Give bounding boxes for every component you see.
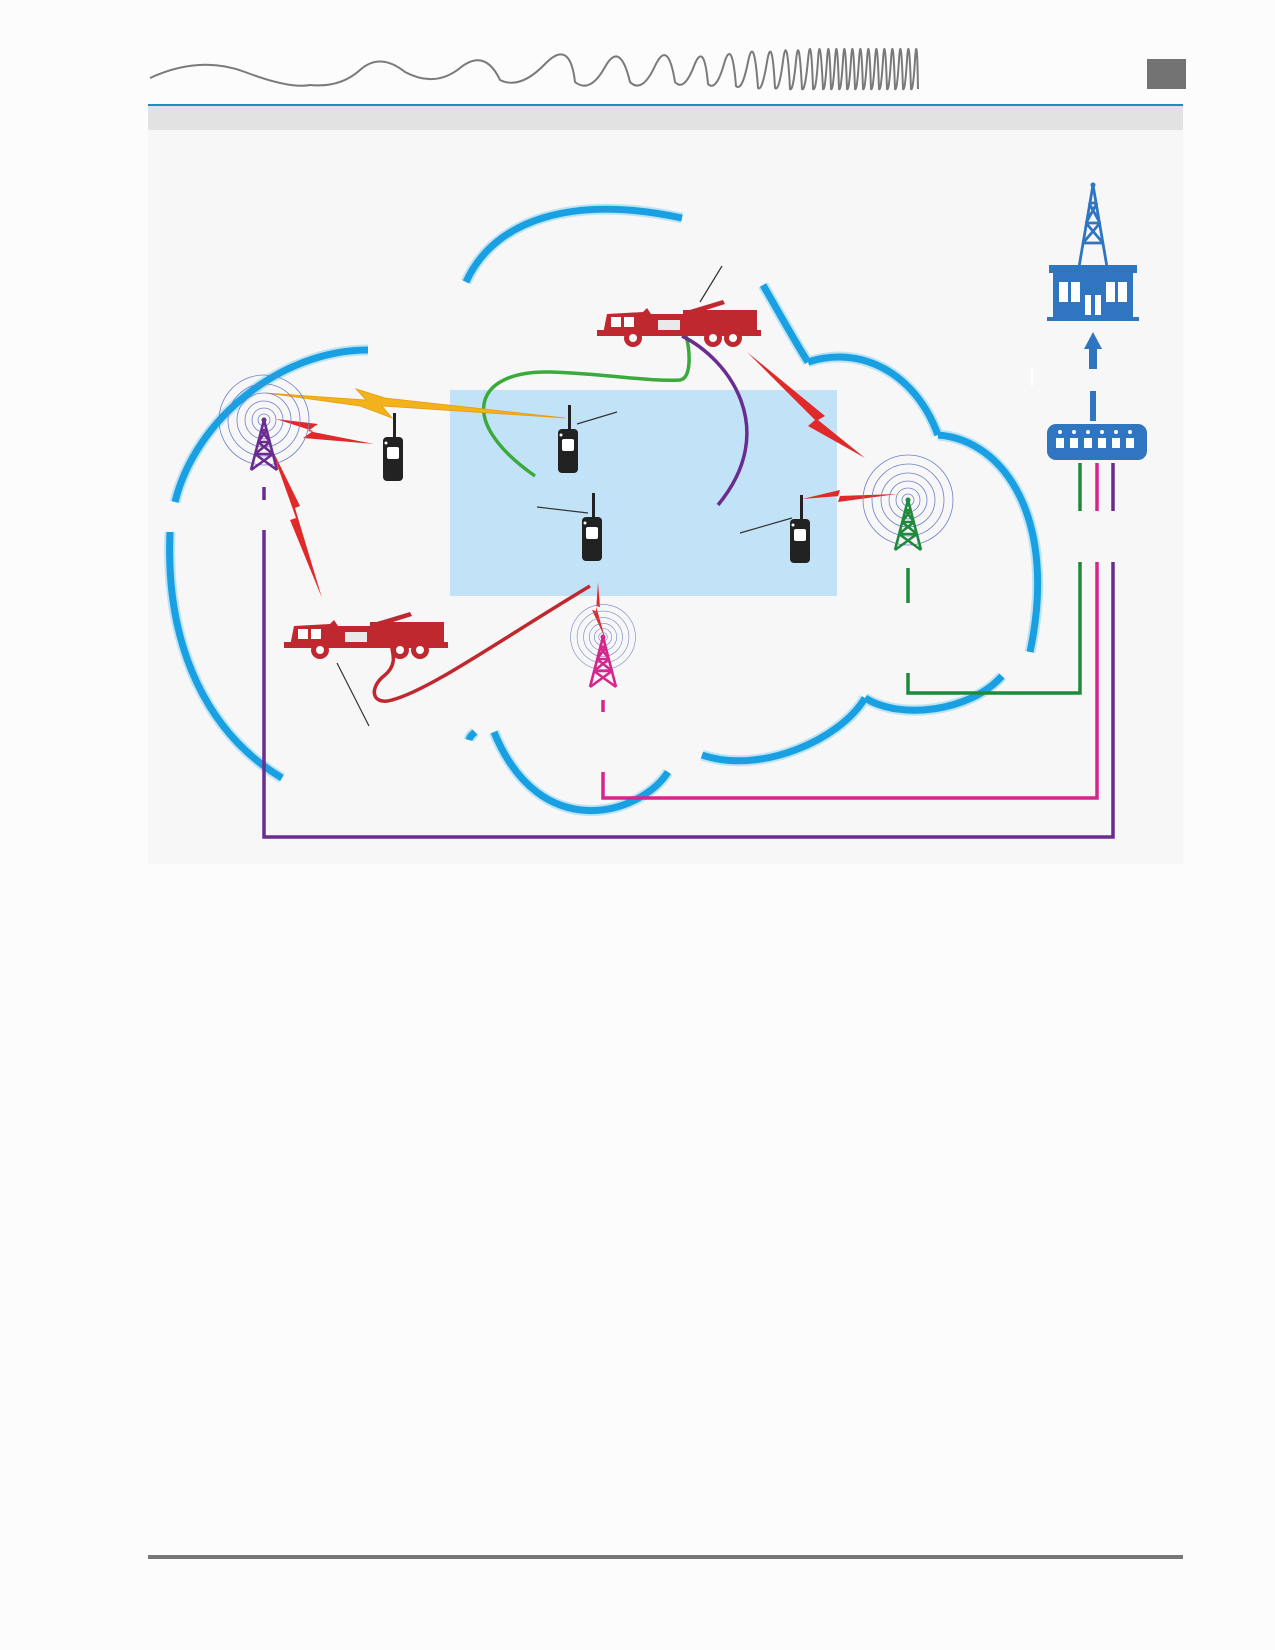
white-tick: [1031, 368, 1033, 386]
cloud-segment: [490, 730, 671, 815]
cloud-segment: [759, 283, 811, 364]
red-bolt-tower-to-engine: [270, 445, 322, 598]
magenta-backhaul-line: [601, 562, 1099, 800]
cloud-segment: [863, 673, 1005, 714]
orange-bolt: [265, 388, 566, 419]
header: [148, 48, 1186, 130]
frequency-wave-decoration: [149, 48, 919, 91]
tower-green: [862, 454, 954, 552]
cloud-segment: [806, 353, 942, 437]
cloud-segment: [166, 531, 284, 782]
callout-leaders: [336, 265, 793, 727]
cloud-segment: [465, 729, 478, 742]
red-bolt-radio-to-pink-tower: [592, 582, 605, 638]
wireless-bolts: [265, 352, 897, 638]
dispatch-building-icon: [1047, 182, 1139, 321]
cloud-segment: [700, 696, 869, 765]
network-cloud: [164, 203, 1044, 817]
section-band: [148, 106, 1183, 130]
red-bolt-radio-to-tower: [802, 490, 897, 502]
uplink-arrow: [1084, 332, 1102, 369]
tower-purple: [218, 374, 310, 472]
backhaul-links: [262, 463, 1115, 839]
callout-leader: [576, 411, 618, 425]
callout-leader: [699, 265, 723, 303]
dispatch-center: [1047, 182, 1139, 321]
interop-zone: [450, 390, 837, 596]
cloud-segment: [937, 431, 1042, 653]
network-switch: [1047, 424, 1147, 460]
cloud-segment: [462, 205, 683, 284]
cloud-segment: [171, 346, 369, 503]
callout-leader: [536, 506, 589, 514]
header-accent-rule: [148, 104, 1183, 106]
radio-links: [372, 334, 749, 703]
green-backhaul-line: [906, 562, 1082, 695]
chapter-box: [1147, 59, 1186, 89]
green-mobile-link: [481, 335, 691, 478]
uplink-dash: [1090, 391, 1096, 421]
footer-rule: [148, 1555, 1183, 1559]
tower-magenta: [570, 604, 636, 689]
network-diagram: [148, 130, 1183, 864]
network-switch-icon: [1047, 424, 1147, 460]
purple-backhaul-line: [262, 530, 1115, 839]
red-bolt-tower-to-radio: [276, 419, 374, 444]
callout-leader: [739, 517, 793, 534]
callout-leader: [336, 662, 370, 727]
red-bolt-engine-to-tower: [747, 352, 865, 458]
purple-mobile-link: [681, 334, 749, 507]
dark-red-mobile-link: [372, 584, 591, 703]
